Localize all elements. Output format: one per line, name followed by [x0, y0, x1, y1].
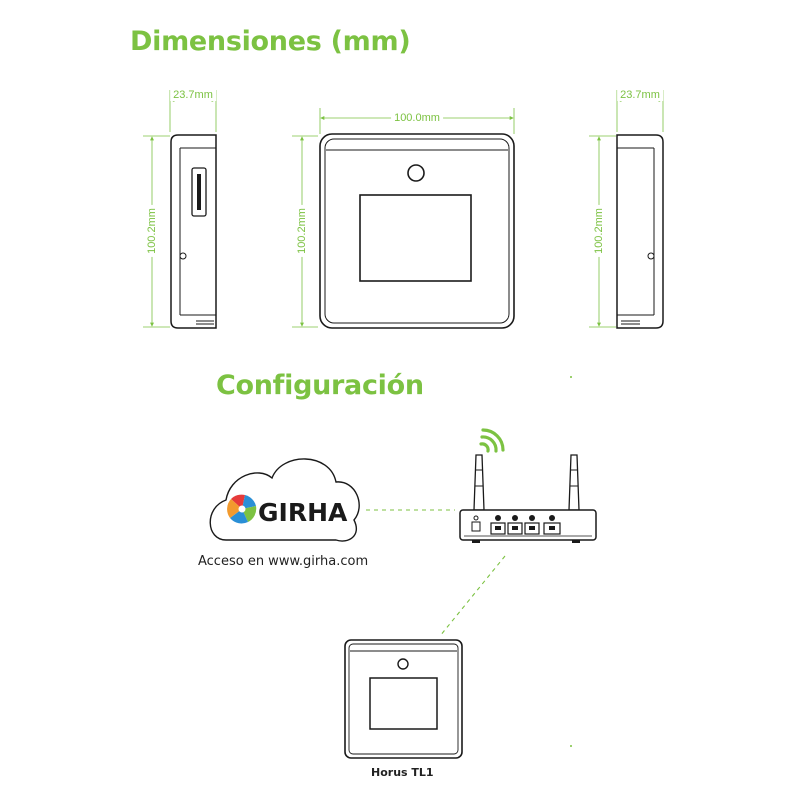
router-icon	[459, 454, 597, 543]
front-view	[292, 108, 515, 329]
decorative-dot	[570, 376, 572, 378]
wifi-icon	[479, 428, 505, 453]
dimension-depth-left: 23.7mm	[170, 89, 216, 101]
girha-brand: GIRHA	[258, 498, 348, 527]
device-name-label: Horus TL1	[371, 766, 434, 779]
router-device-connection	[439, 555, 506, 637]
decorative-dot	[570, 745, 572, 747]
girha-logo-icon	[227, 494, 257, 524]
dimension-height-right: 100.2mm	[593, 205, 605, 257]
terminal-device-icon	[344, 639, 463, 759]
dimension-height-front: 100.2mm	[296, 205, 308, 257]
dimension-height-left: 100.2mm	[146, 205, 158, 257]
dimension-width-front: 100.0mm	[391, 112, 443, 124]
dimensions-title: Dimensiones (mm)	[130, 26, 411, 57]
cloud-access-caption: Acceso en www.girha.com	[198, 554, 369, 569]
dimension-depth-right: 23.7mm	[617, 89, 663, 101]
configuration-title: Configuración	[216, 370, 424, 401]
